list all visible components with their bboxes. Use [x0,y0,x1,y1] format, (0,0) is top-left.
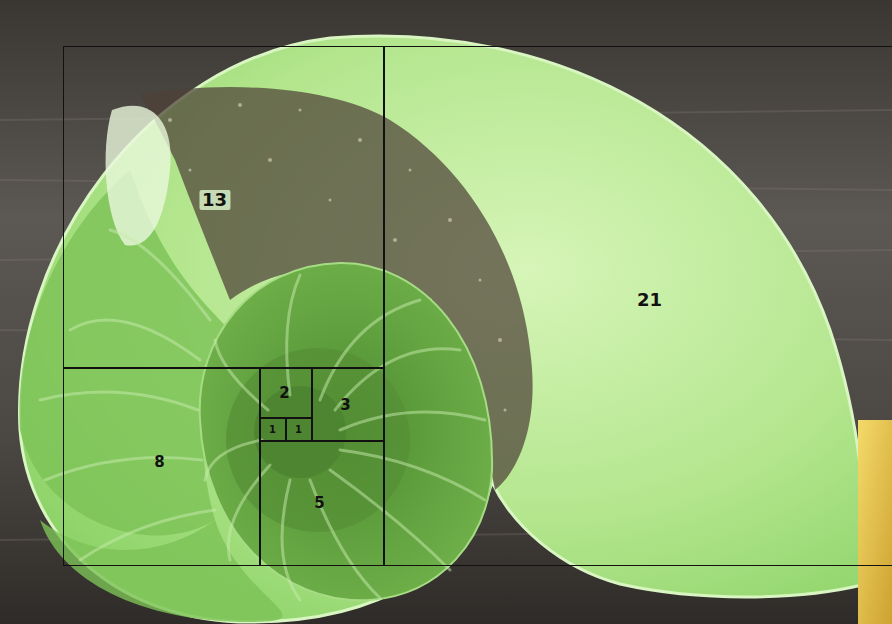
shell-ribs [40,230,485,600]
fibonacci-square: 13 [63,46,384,368]
yellow-object [858,420,892,624]
highlight [106,106,171,246]
fibonacci-square: 5 [260,441,384,566]
fibonacci-number: 8 [154,454,164,469]
inner-coil [226,348,410,532]
fibonacci-square: 8 [63,368,260,566]
fibonacci-number: 1 [269,425,276,435]
shell-outline [19,36,864,622]
fibonacci-square: 2 [260,368,312,418]
fibonacci-number: 3 [340,397,350,412]
fibonacci-square: 21 [384,46,892,566]
core-coil [254,386,346,478]
fibonacci-square: 1 [260,418,286,441]
fibonacci-number: 2 [279,385,289,400]
fibonacci-square: 1 [286,418,312,441]
inner-whorl [200,263,492,600]
fibonacci-number: 5 [314,495,324,510]
fibonacci-number: 21 [637,291,662,309]
fibonacci-number: 1 [295,425,302,435]
fibonacci-square: 3 [312,368,384,441]
fibonacci-number: 13 [199,190,230,210]
